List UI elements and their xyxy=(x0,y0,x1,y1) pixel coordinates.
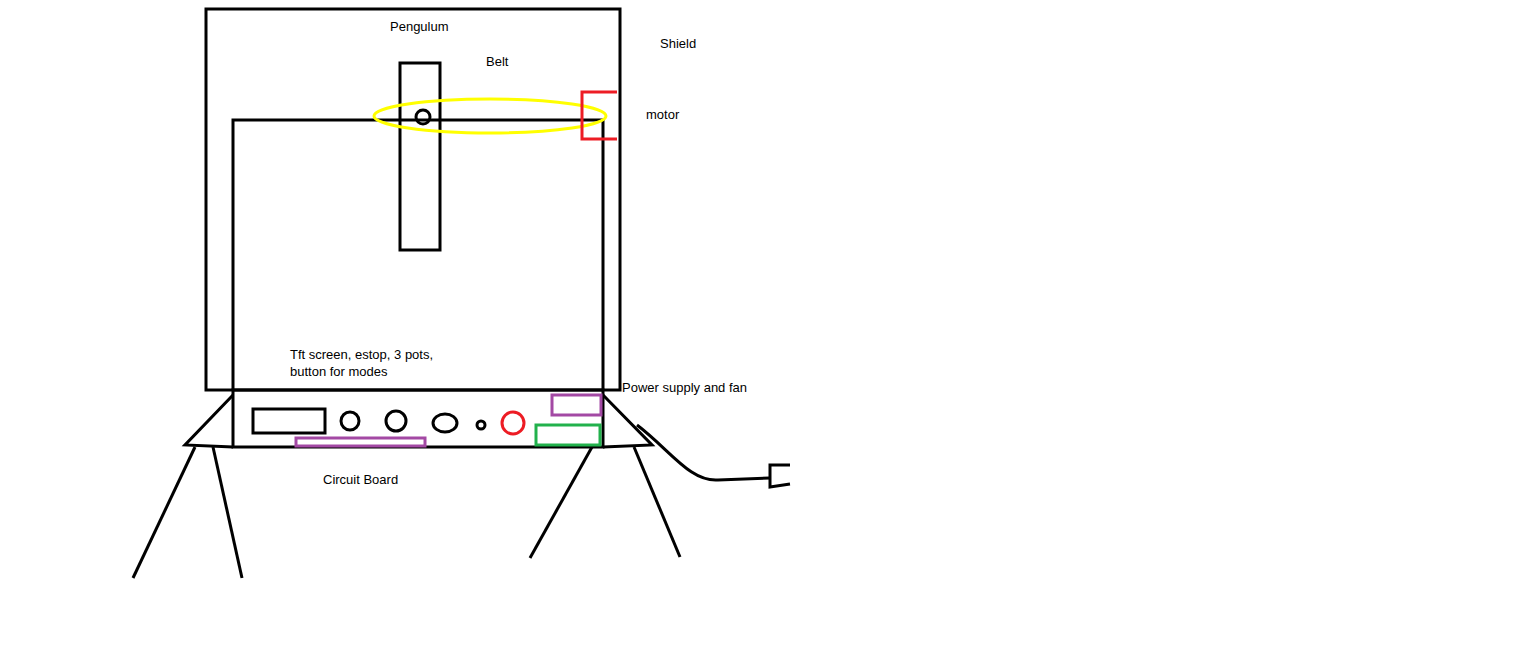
part-label: Pengulum xyxy=(390,18,449,35)
base-right-side xyxy=(603,395,652,447)
plug xyxy=(770,465,790,487)
circuit-board xyxy=(296,438,425,446)
estop xyxy=(502,412,524,434)
inner-frame xyxy=(233,120,603,390)
fan xyxy=(536,425,600,445)
pot xyxy=(341,412,359,430)
leg xyxy=(133,447,195,578)
pendulum-arm xyxy=(400,63,440,250)
part-label: motor xyxy=(646,106,679,123)
part-label: Power supply and fan xyxy=(622,379,747,396)
part-label: Tft screen, estop, 3 pots, button for mo… xyxy=(290,346,440,380)
leg xyxy=(213,447,242,578)
power-cable xyxy=(637,425,770,480)
pot xyxy=(386,411,406,431)
power-supply xyxy=(552,395,601,415)
mode-button xyxy=(477,421,485,429)
part-label: Shield xyxy=(660,35,696,52)
base-box xyxy=(233,390,603,447)
tft-screen xyxy=(253,409,325,433)
leg xyxy=(634,447,680,557)
motor-box xyxy=(582,92,617,139)
shield-box xyxy=(206,9,620,390)
belt xyxy=(374,99,606,133)
part-label: Circuit Board xyxy=(323,471,398,488)
leg xyxy=(530,447,592,558)
base-left-side xyxy=(185,395,233,447)
pot xyxy=(433,414,457,432)
part-label: Belt xyxy=(486,53,508,70)
pivot xyxy=(416,110,430,124)
